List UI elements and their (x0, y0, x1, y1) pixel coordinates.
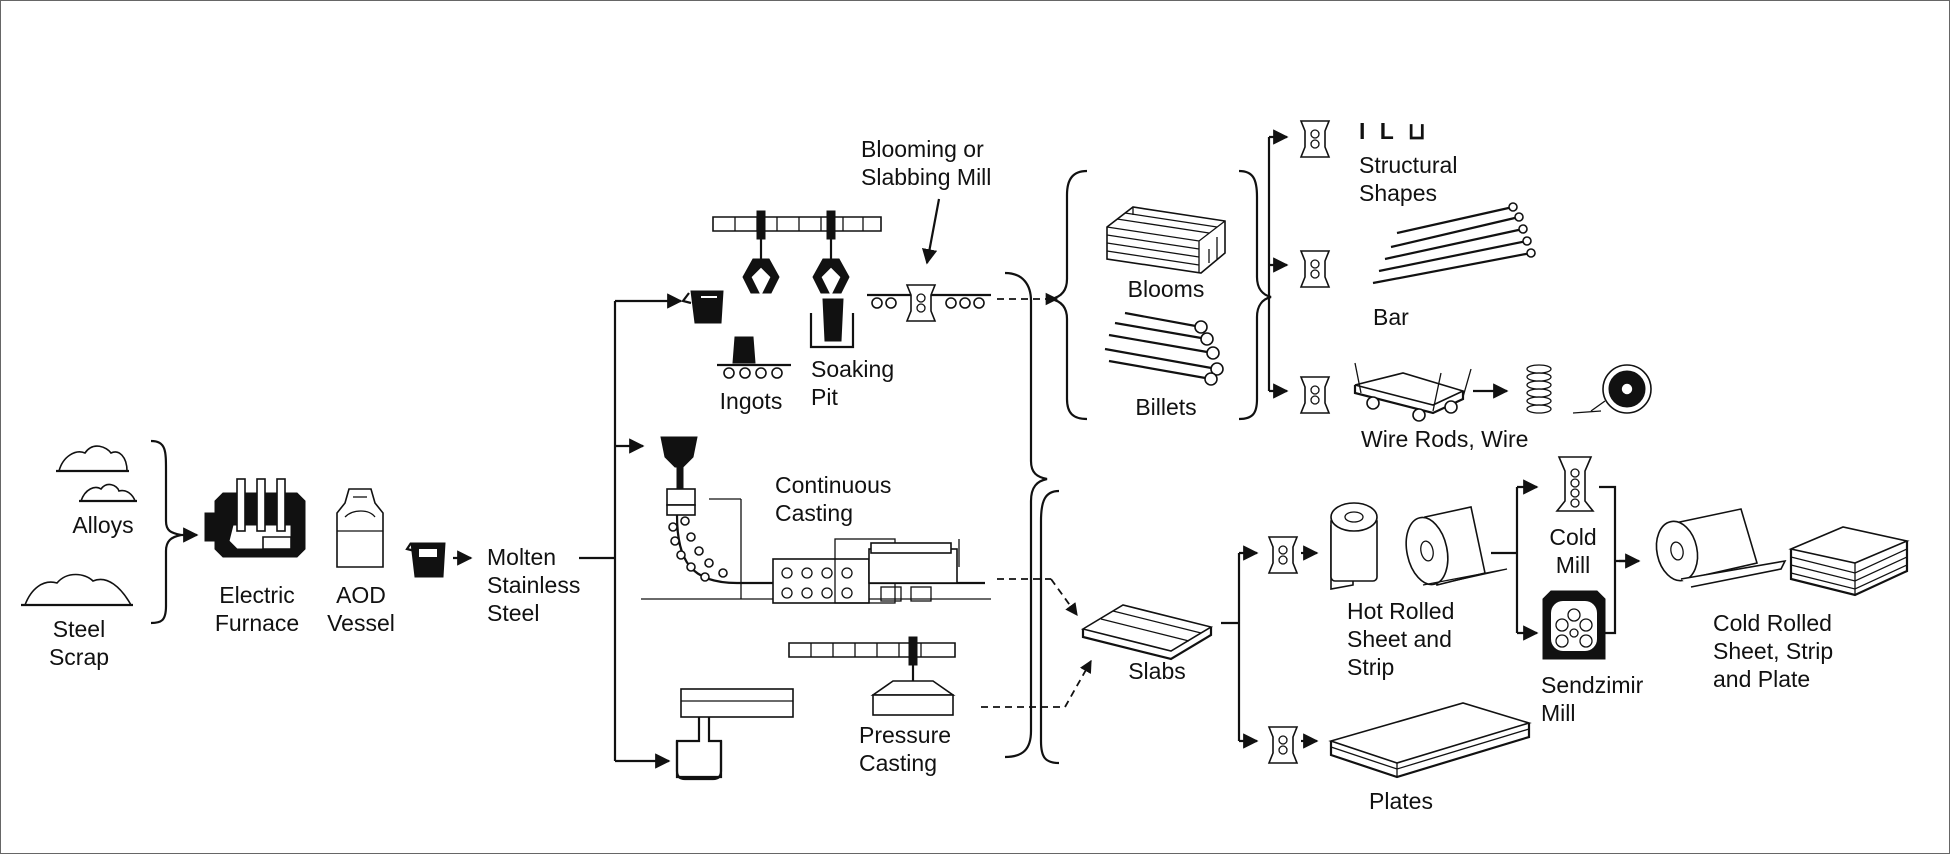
label-ingots: Ingots (719, 388, 783, 414)
bar-mill-stand-icon (1300, 250, 1330, 288)
blooms-billets-right-brace (1238, 169, 1272, 421)
aod-vessel-icon (336, 488, 384, 568)
blooms-billets-left-brace (1050, 169, 1088, 421)
wire-spool-icon (1572, 364, 1652, 414)
plates-stack-icon (1328, 702, 1532, 779)
slabs-left-brace (1039, 489, 1060, 765)
crane-icon (712, 210, 882, 294)
plate-mill-stand-icon (1268, 726, 1298, 764)
label-hot-rolled: Hot Rolled Sheet and Strip (1347, 598, 1455, 680)
blooming-mill-icon (867, 284, 991, 322)
slabs-branch (1221, 553, 1241, 741)
label-cold-mill: Cold Mill (1549, 524, 1597, 578)
continuous-caster-icon (641, 436, 991, 604)
label-sendzimir-mill: Sendzimir Mill (1541, 672, 1644, 726)
raw-materials-brace (150, 439, 182, 625)
label-billets: Billets (1135, 394, 1197, 420)
slabs-icon (1080, 604, 1214, 661)
shapes-mill-stand-icon (1300, 120, 1330, 158)
label-structural-glyphs: I L ⊔ (1359, 118, 1430, 144)
label-blooming-mill: Blooming or Slabbing Mill (861, 136, 992, 190)
sendzimir-mill-icon (1542, 590, 1606, 660)
ingot-mold-icon (681, 290, 724, 324)
hot-rolled-coil-icon (1330, 502, 1378, 590)
label-molten-stainless-steel: Molten Stainless Steel (487, 544, 581, 626)
soaking-pit-icon (809, 298, 855, 349)
wire-rod-cart-icon (1353, 362, 1472, 422)
caster-to-slabs-arrow-2 (1050, 578, 1078, 617)
label-cold-rolled: Cold Rolled Sheet, Strip and Plate (1713, 610, 1834, 692)
label-electric-furnace: Electric Furnace (214, 582, 300, 636)
wire-mill-stand-icon (1300, 376, 1330, 414)
cold-rolled-roll-icon (1655, 508, 1787, 588)
label-wire-rods-wire: Wire Rods, Wire (1361, 426, 1529, 452)
hot-rolled-roll-icon (1405, 506, 1508, 586)
pressure-crane-icon (788, 636, 956, 716)
label-soaking-pit: Soaking Pit (811, 356, 895, 410)
pressure-to-slabs-arrow-2 (1064, 659, 1092, 708)
label-pressure-casting: Pressure Casting (859, 722, 952, 776)
blooming-callout-arrow (921, 198, 941, 265)
pressure-caster-icon (675, 688, 794, 781)
label-slabs: Slabs (1128, 658, 1186, 684)
label-continuous-casting: Continuous Casting (775, 472, 892, 526)
bar-bundle-icon (1372, 202, 1536, 285)
alloys-pile-icon (56, 445, 137, 503)
ladle-icon (405, 542, 446, 578)
wire-coil-icon (1526, 364, 1552, 414)
label-blooms: Blooms (1127, 276, 1205, 302)
label-bar: Bar (1373, 304, 1409, 330)
label-steel-scrap: Steel Scrap (48, 616, 110, 670)
label-structural-shapes: Structural Shapes (1359, 152, 1458, 206)
hot-mill-stand-icon (1268, 536, 1298, 574)
cold-mill-stand-icon (1555, 456, 1595, 512)
blooms-bundle-icon (1106, 206, 1226, 274)
label-alloys: Alloys (72, 512, 134, 538)
steel-scrap-pile-icon (21, 573, 133, 607)
label-plates: Plates (1369, 788, 1433, 814)
ingots-icon (717, 336, 791, 379)
label-aod-vessel: AOD Vessel (327, 582, 395, 636)
cold-rolled-plate-stack-icon (1788, 526, 1910, 597)
semi-finished-brace (1004, 271, 1048, 759)
electric-furnace-icon (204, 478, 306, 558)
billets-bundle-icon (1104, 311, 1224, 386)
